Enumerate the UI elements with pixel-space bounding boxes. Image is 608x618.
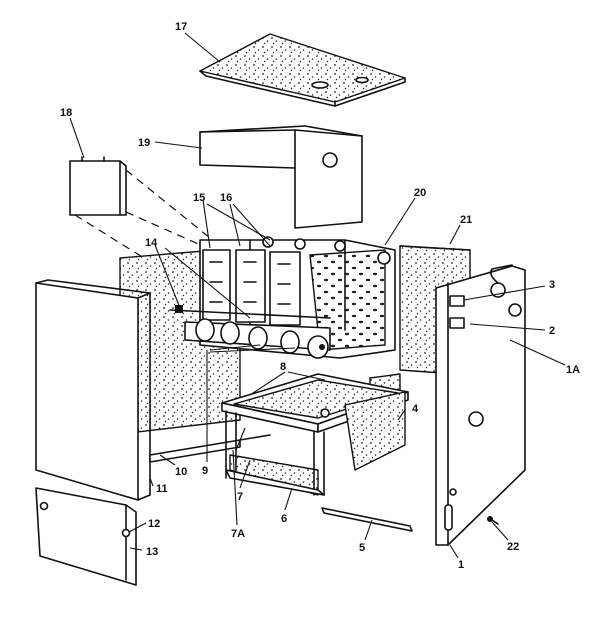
callout-10: 10	[175, 466, 187, 478]
side-insulation-edge	[399, 245, 471, 251]
callout-6: 6	[281, 513, 287, 525]
flue-collector	[199, 125, 363, 229]
base-rail	[149, 439, 241, 463]
left-side-panel	[35, 279, 151, 501]
callout-1a: 1A	[566, 364, 580, 376]
leader-lines	[69, 32, 566, 559]
callout-7: 7	[237, 491, 243, 503]
control-panel	[69, 156, 231, 269]
callout-13: 13	[146, 546, 158, 558]
callout-20: 20	[414, 187, 426, 199]
callout-17: 17	[175, 21, 187, 33]
callout-16: 16	[220, 192, 232, 204]
callout-8: 8	[280, 361, 286, 373]
burner-assembly	[169, 305, 331, 359]
burner-box	[221, 373, 409, 496]
screw	[487, 516, 499, 525]
top-panel	[199, 33, 406, 107]
callout-12: 12	[148, 518, 160, 530]
callout-4: 4	[412, 403, 419, 415]
callout-11: 11	[156, 483, 168, 495]
callout-2: 2	[549, 325, 555, 337]
callout-21: 21	[460, 214, 472, 226]
callout-9: 9	[202, 465, 208, 477]
right-side-panel	[435, 264, 526, 546]
callout-15: 15	[193, 192, 205, 204]
callout-7a: 7A	[231, 528, 245, 540]
callout-5: 5	[359, 542, 365, 554]
callout-18: 18	[60, 107, 72, 119]
lower-front-door	[35, 487, 137, 586]
callout-14: 14	[145, 237, 158, 249]
rail	[321, 507, 413, 532]
callout-19: 19	[138, 137, 150, 149]
callout-labels: 17 18 19 15 16 20 21 14 3 2 1A 8 4 10 11…	[60, 21, 580, 571]
callout-22: 22	[507, 541, 519, 553]
callout-3: 3	[549, 279, 555, 291]
callout-1: 1	[458, 559, 464, 571]
